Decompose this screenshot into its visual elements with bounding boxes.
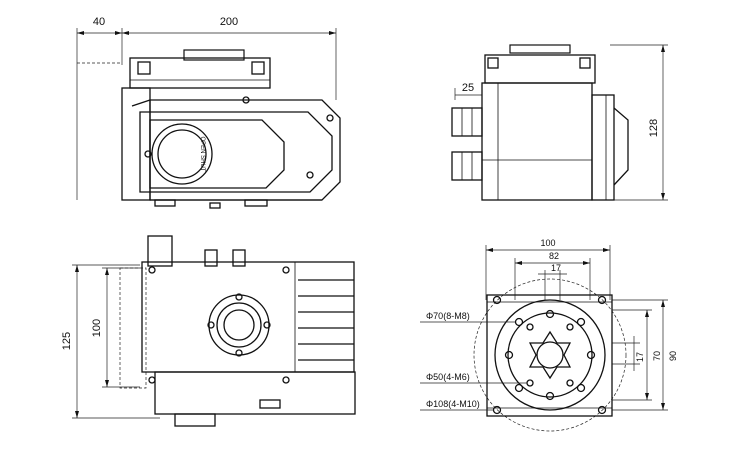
dim-front-width: 200: [220, 16, 238, 28]
indicator-label: OPEN SHUT: [199, 136, 205, 171]
callout-phi70: Φ70(8-M8): [426, 311, 470, 321]
dim-flange-width-inner: 17: [551, 263, 561, 273]
side-view: 128 25: [451, 44, 668, 201]
callout-phi50: Φ50(4-M6): [426, 372, 470, 382]
flange-view: 100 82 17 90 70 17: [420, 238, 678, 432]
callout-phi108: Φ108(4-M10): [426, 399, 480, 409]
dim-flange-height-inner: 17: [635, 352, 645, 362]
dim-side-inset: 25: [462, 82, 474, 94]
dim-bottom-height-inner: 100: [91, 319, 103, 337]
dim-flange-height-outer: 90: [668, 351, 678, 361]
front-view: 40 200 OPEN SHUT: [76, 16, 341, 209]
dim-side-height: 128: [648, 119, 660, 137]
bottom-view: 125 100: [61, 235, 356, 427]
dim-flange-width-outer: 100: [540, 238, 555, 248]
dim-flange-width-mid: 82: [549, 251, 559, 261]
dim-bottom-height-outer: 125: [61, 332, 73, 350]
dim-front-offset: 40: [93, 16, 105, 28]
dim-flange-height-mid: 70: [652, 351, 662, 361]
